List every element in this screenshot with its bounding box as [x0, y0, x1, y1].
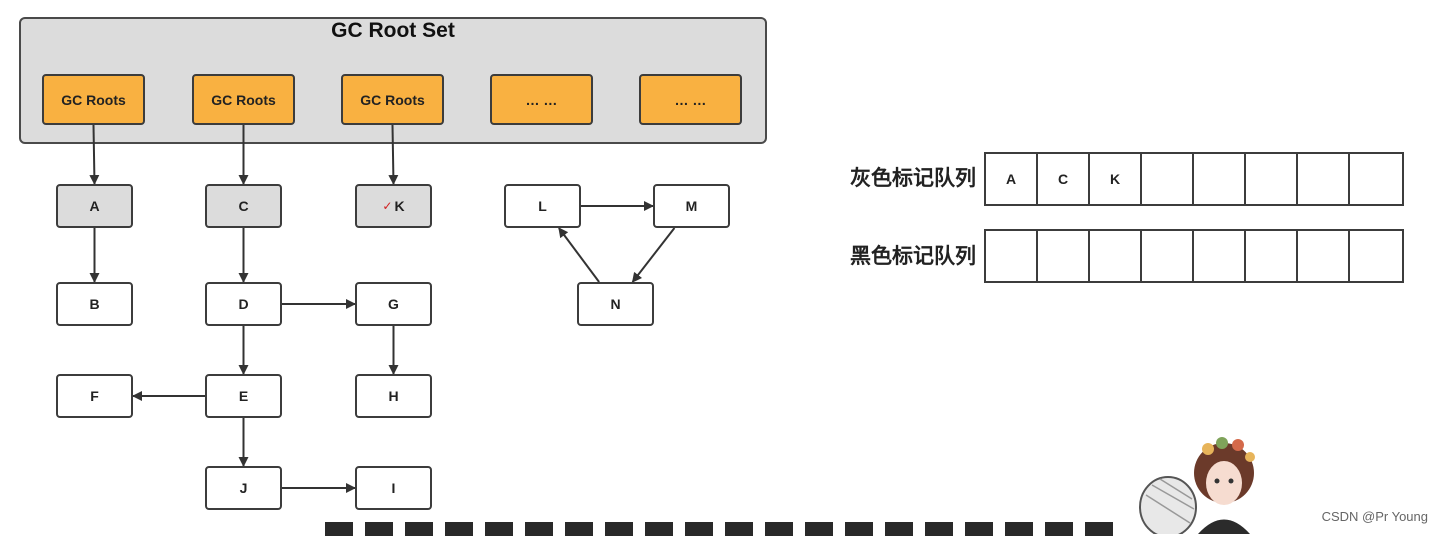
gc-roots-box-2: GC Roots	[192, 74, 295, 125]
node-k: ✓K	[355, 184, 432, 228]
gray-queue-cell	[1350, 154, 1402, 204]
black-queue-label: 黑色标记队列	[850, 245, 976, 268]
black-queue-cell	[1142, 231, 1194, 281]
node-g: G	[355, 282, 432, 326]
gray-queue-cell	[1142, 154, 1194, 204]
node-c: C	[205, 184, 282, 228]
gray-queue-cell	[1298, 154, 1350, 204]
node-j: J	[205, 466, 282, 510]
gray-queue-cell	[1246, 154, 1298, 204]
cursor-mark-icon: ✓	[382, 199, 393, 213]
gc-root-set-title: GC Root Set	[331, 19, 455, 42]
node-a: A	[56, 184, 133, 228]
edge-root-1-to-A	[89, 124, 100, 185]
gray-queue-cell: K	[1090, 154, 1142, 204]
node-n: N	[577, 282, 654, 326]
edge-root-3-to-K	[388, 124, 399, 185]
black-queue-cell	[1246, 231, 1298, 281]
black-queue-cell	[1350, 231, 1402, 281]
gc-roots-box-5: … …	[639, 74, 742, 125]
node-e: E	[205, 374, 282, 418]
node-b: B	[56, 282, 133, 326]
gc-roots-box-4: … …	[490, 74, 593, 125]
black-queue-cell	[1038, 231, 1090, 281]
gray-queue-cell: A	[986, 154, 1038, 204]
black-mark-queue	[984, 229, 1404, 283]
gray-queue-cell: C	[1038, 154, 1090, 204]
gray-queue-cell	[1194, 154, 1246, 204]
black-queue-cell	[1194, 231, 1246, 281]
black-queue-cell	[1298, 231, 1350, 281]
node-h: H	[355, 374, 432, 418]
gray-queue-label: 灰色标记队列	[850, 167, 976, 190]
presenter-avatar-image	[1139, 437, 1255, 534]
csdn-watermark: CSDN @Pr Young	[1321, 509, 1428, 524]
edge-N-to-L	[558, 227, 600, 283]
node-l: L	[504, 184, 581, 228]
black-queue-cell	[986, 231, 1038, 281]
node-i: I	[355, 466, 432, 510]
black-queue-cell	[1090, 231, 1142, 281]
node-m: M	[653, 184, 730, 228]
video-subtitle-strip	[325, 522, 1115, 536]
node-f: F	[56, 374, 133, 418]
gc-roots-box-3: GC Roots	[341, 74, 444, 125]
edge-M-to-N	[631, 227, 676, 283]
node-d: D	[205, 282, 282, 326]
gc-roots-box-1: GC Roots	[42, 74, 145, 125]
